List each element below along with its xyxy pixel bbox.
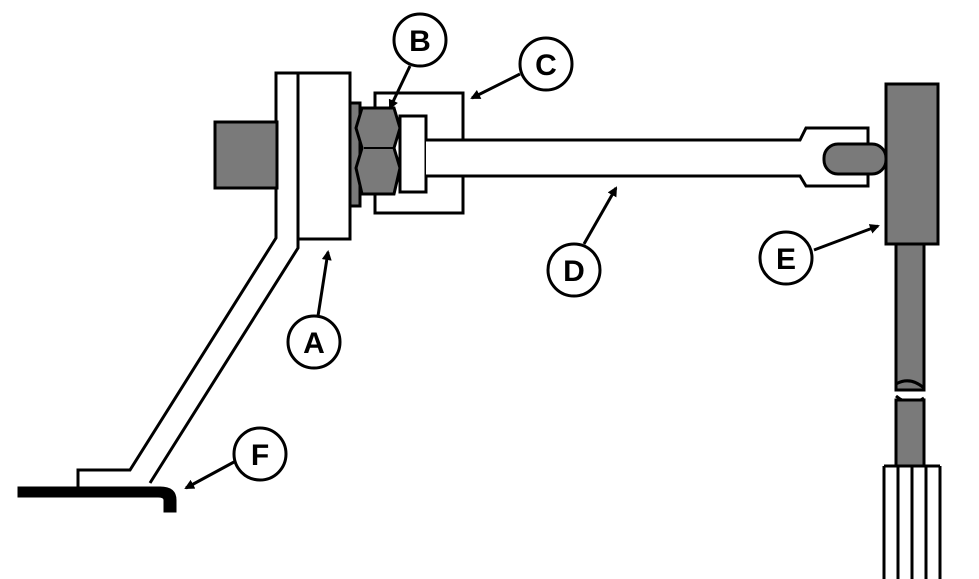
lever-head xyxy=(884,82,940,246)
callout-c: C xyxy=(518,36,574,92)
callout-c-label: C xyxy=(535,49,557,82)
collar xyxy=(296,71,352,241)
lever-shaft-lower xyxy=(894,398,926,468)
leader-a xyxy=(316,250,332,317)
leader-d xyxy=(582,186,618,245)
callout-a: A xyxy=(286,314,342,370)
base-plate xyxy=(17,486,177,513)
hex-nut xyxy=(354,106,402,196)
fork-tines xyxy=(882,464,942,579)
shaft-stub xyxy=(213,120,279,190)
callout-b-label: B xyxy=(409,25,431,58)
callout-d: D xyxy=(546,242,602,298)
leader-b xyxy=(388,65,412,110)
callout-e: E xyxy=(758,230,814,286)
rod xyxy=(426,126,870,188)
clamp-insert xyxy=(398,114,428,194)
leader-e xyxy=(813,224,880,252)
callout-f: F xyxy=(232,426,288,482)
callout-b: B xyxy=(392,12,448,68)
leader-c xyxy=(470,72,521,100)
callout-a-label: A xyxy=(303,327,325,360)
leader-f xyxy=(184,460,235,490)
callout-f-label: F xyxy=(251,439,269,472)
callout-e-label: E xyxy=(776,243,796,276)
lever-shaft-upper xyxy=(894,242,926,392)
callout-d-label: D xyxy=(563,255,585,288)
rod-end-pin xyxy=(822,142,888,176)
